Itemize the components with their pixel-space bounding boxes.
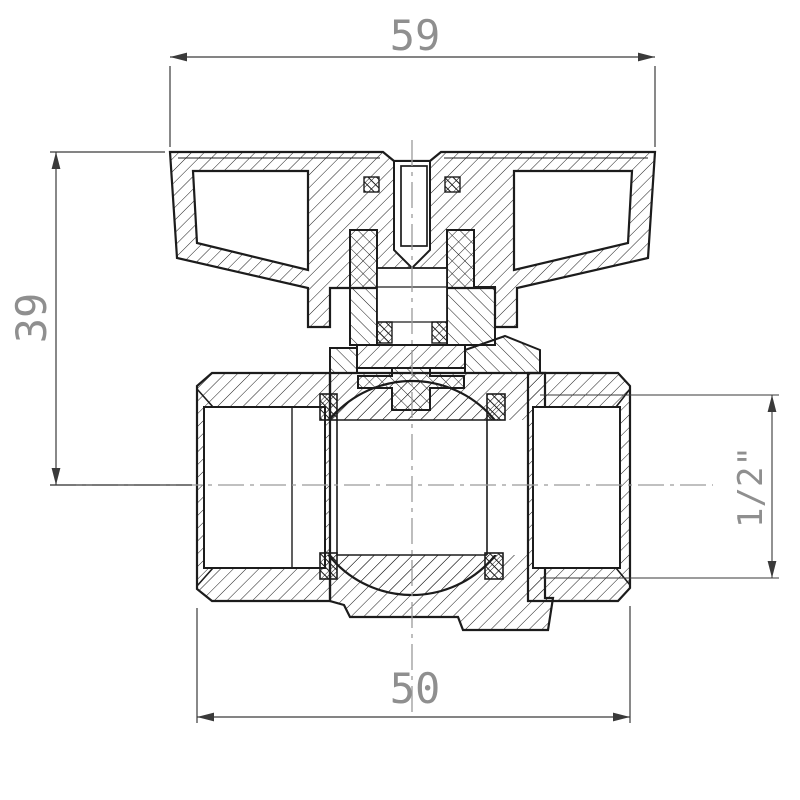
dim-half-inch-label: 1/2" xyxy=(731,446,771,528)
dim50-arrow-left xyxy=(197,712,214,722)
stem-oring-right xyxy=(431,321,448,344)
right-port-bore xyxy=(532,406,621,569)
seat-top-left xyxy=(319,393,338,421)
gland-left-column xyxy=(349,229,378,346)
handle-washer-right xyxy=(444,176,461,193)
stem-screw xyxy=(400,165,428,247)
dim59-arrow-right xyxy=(638,52,655,62)
body-neck-left xyxy=(329,347,358,374)
dim12-arrow-top xyxy=(767,395,777,412)
ball-seats xyxy=(319,393,506,580)
dimension-half-inch: 1/2" xyxy=(540,394,779,579)
left-port-chamfers xyxy=(196,388,214,587)
body-neck-right xyxy=(464,334,541,374)
stem-tee xyxy=(357,367,465,411)
handle-right-wing-hollow xyxy=(512,169,634,272)
handle-washer-left xyxy=(363,176,380,193)
dim-59-label: 59 xyxy=(390,11,441,60)
stem-oring-left xyxy=(376,321,393,344)
dim59-arrow-left xyxy=(170,52,187,62)
stem-assembly xyxy=(329,229,541,411)
ball-window-outline xyxy=(336,419,488,556)
dim-39-label: 39 xyxy=(7,293,56,344)
seat-bottom-right xyxy=(484,552,504,580)
dim12-arrow-bottom xyxy=(767,561,777,578)
handle-left-wing-hollow xyxy=(191,169,310,272)
seat-bottom-left xyxy=(319,552,338,580)
dim39-arrow-top xyxy=(51,152,61,169)
dimension-59: 59 xyxy=(169,11,656,147)
dim-50-label: 50 xyxy=(390,664,441,713)
valve-body xyxy=(195,371,632,632)
dimension-50: 50 xyxy=(196,606,631,723)
dim39-arrow-bottom xyxy=(51,468,61,485)
right-port-chamfers xyxy=(615,388,631,586)
centerlines xyxy=(50,140,713,712)
dimension-39: 39 xyxy=(7,151,192,486)
stem-flange xyxy=(356,344,466,369)
seat-top-right xyxy=(486,393,506,421)
left-port-bore xyxy=(203,406,326,569)
dim50-arrow-right xyxy=(613,712,630,722)
